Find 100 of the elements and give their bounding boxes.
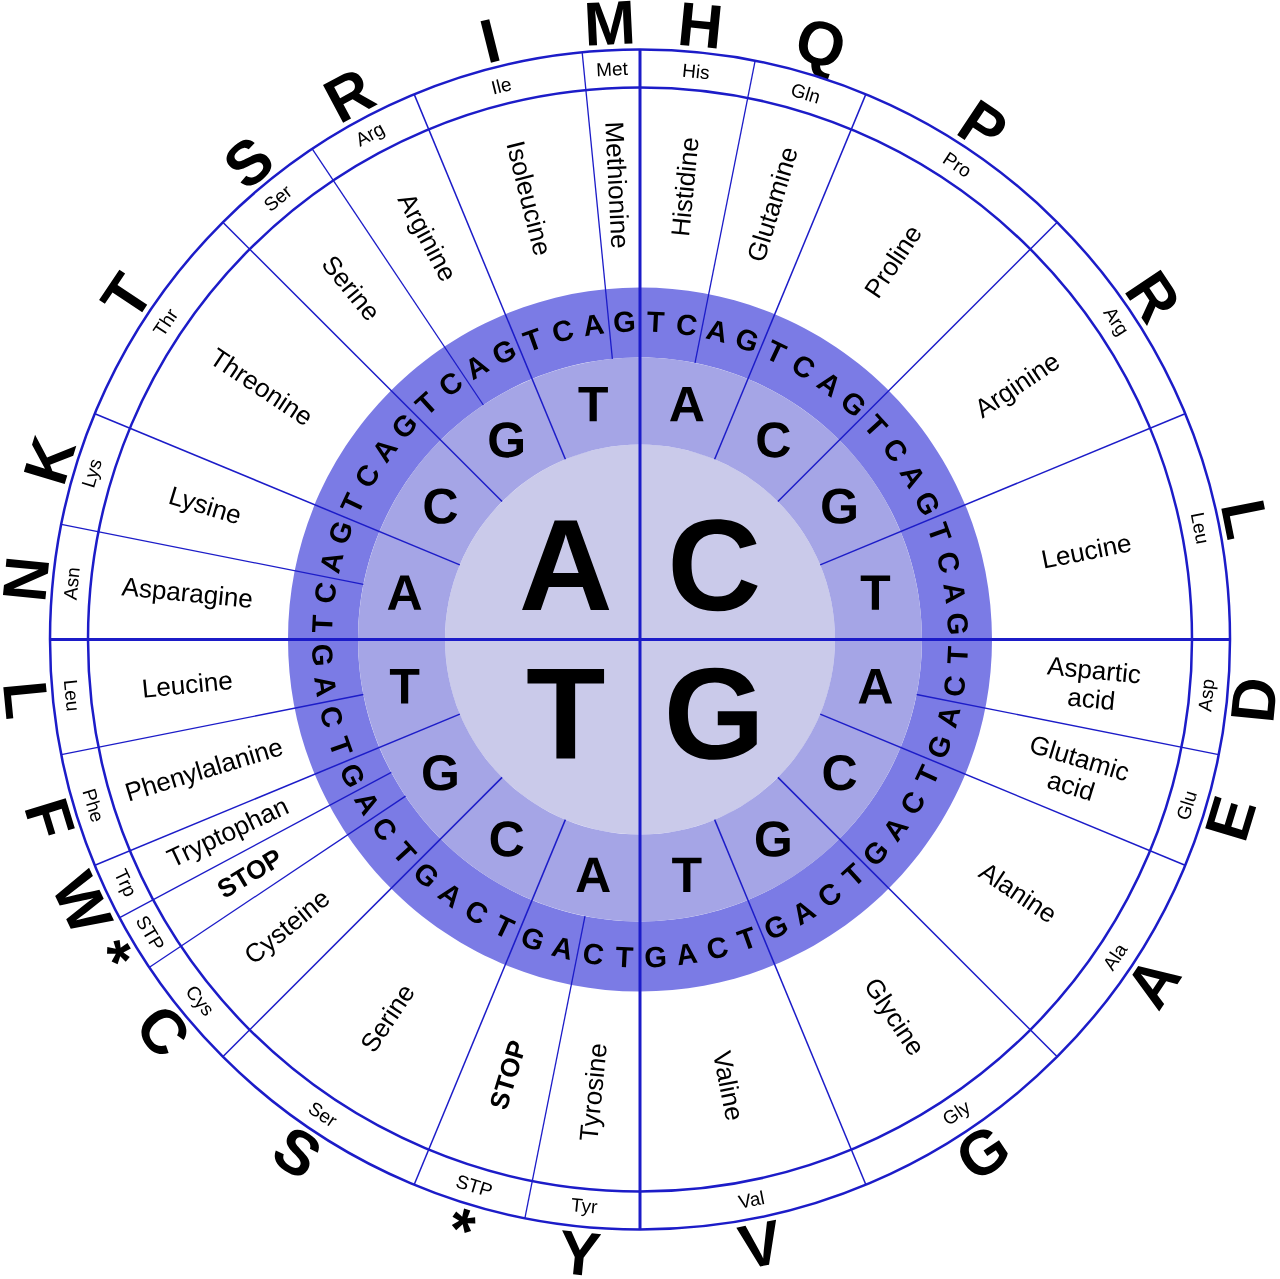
amino-acid-abbreviation: Cys [187,986,212,1016]
amino-acid-abbreviation: Asn [64,568,80,601]
base-letter: G [342,764,364,787]
node-label: A [858,669,893,704]
one-letter-code: N [2,558,49,600]
base-letter: G [864,842,888,864]
base-letter: G [765,916,788,938]
one-letter-code: L [1221,500,1265,540]
one-letter-code: Y [562,1230,602,1276]
base-letter: C [938,552,959,573]
amino-acid-abbreviation: Arg [1102,309,1127,337]
base-letter: T [497,914,517,937]
base-letter: C [553,320,574,342]
one-letter-code: S [226,139,272,186]
base-letter: G [330,522,352,543]
one-letter-code: L [3,683,47,719]
base-letter: C [356,465,379,486]
amino-acid-abbreviation: Arg [358,124,386,147]
amino-acid-abbreviation: Tyr [572,1198,598,1217]
amino-acid-abbreviation: Glu [1177,791,1197,819]
amino-acid-abbreviation: His [683,63,709,80]
node-label: T [860,575,891,610]
amino-acid-name: Lysine [169,486,240,524]
base-letter: T [914,763,938,782]
base-letter: T [413,390,435,413]
amino-acid-abbreviation: Trp [115,867,134,897]
base-letter: G [415,864,438,887]
base-letter: C [944,676,965,696]
base-letter: A [705,320,725,344]
base-letter: G [393,415,416,437]
amino-acid-abbreviation: Thr [152,308,177,334]
one-letter-code: F [24,798,75,836]
one-letter-code: G [960,1129,1008,1176]
base-letter: A [321,555,344,575]
base-letter: T [312,614,333,633]
node-label: T [578,386,608,422]
amino-acid-abbreviation: Met [597,62,628,77]
amino-acid-name: Histidine [671,138,699,236]
one-letter-code: P [957,99,1006,140]
amino-acid-abbreviation: Leu [63,680,78,711]
node-label: A [387,575,422,610]
amino-acid-abbreviation: Ala [1104,945,1128,972]
base-letter: T [840,862,862,884]
base-sector: A [532,819,640,922]
base-letter: C [793,356,815,378]
one-letter-code: V [736,1219,777,1267]
base-sector: A [640,357,748,460]
base-letter: A [938,709,961,729]
base-letter: T [330,735,353,753]
base-letter: C [707,937,728,959]
base-letter: A [796,902,817,926]
base-letter: G [312,645,333,665]
one-letter-code: R [323,72,378,123]
base-letter: T [769,339,788,362]
base-letter: G [928,736,950,757]
base-sector: T [640,819,748,922]
base-letter: T [395,840,418,862]
amino-acid-abbreviation: Gly [943,1102,969,1124]
base-letter: T [929,520,952,539]
base-letter: G [522,928,544,950]
amino-acid-abbreviation: Asp [1198,679,1218,713]
base-letter: C [315,582,336,603]
base-sector: A [820,639,922,748]
amino-acid-abbreviation: Ser [309,1102,337,1127]
amino-acid-abbreviation: Lys [81,459,102,488]
amino-acid-name: STOP [490,1040,524,1110]
base-letter: C [677,314,697,336]
base-sector: A [358,531,460,640]
amino-acid-abbreviation: Val [737,1190,765,1208]
one-letter-code: A [1132,966,1183,1012]
base-sector: T [532,357,640,460]
base-letter: G [916,493,939,515]
one-letter-code: H [680,2,721,49]
amino-acid-name: Valine [714,1049,739,1120]
amino-acid-abbreviation: Ile [491,79,512,95]
amino-acid-abbreviation: Phe [82,788,101,822]
amino-acid-abbreviation: Ser [264,186,291,211]
amino-acid-abbreviation: Leu [1190,512,1207,544]
base-letter: T [735,926,753,949]
base-letter: T [866,412,889,435]
amino-acid-name: Tyrosine [579,1044,607,1140]
amino-acid-abbreviation: STP [137,916,164,948]
node-label: A [576,857,610,893]
one-letter-code: C [141,1009,187,1055]
base-letter: A [678,943,698,966]
base-letter: A [943,584,965,604]
amino-acid-name: Leucine [143,673,232,698]
one-letter-code: T [99,269,148,313]
base-letter: G [736,329,758,351]
base-letter: C [902,792,924,813]
one-letter-code: W [55,867,114,929]
base-sector: T [820,531,922,640]
one-letter-code: * [451,1208,476,1233]
one-letter-code: I [480,19,500,63]
base-letter: G [947,613,968,634]
one-letter-code: M [587,0,633,46]
base-sector: T [358,639,460,748]
amino-acid-name: Aspartic acid [1046,657,1141,710]
base-letter: G [493,341,516,363]
base-letter: C [584,943,604,965]
